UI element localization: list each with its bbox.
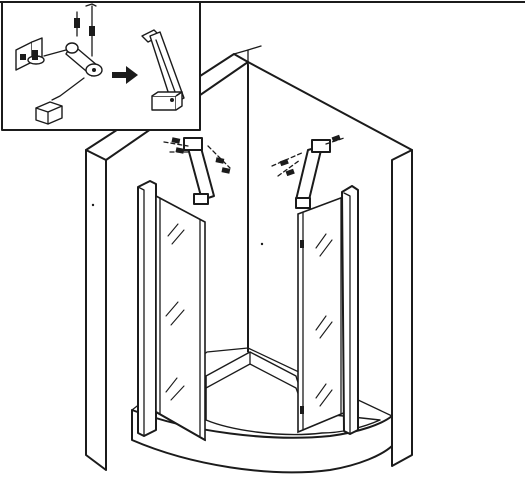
- screw-icon: [74, 3, 97, 57]
- right-catch-bottom: [300, 406, 304, 414]
- right-glass-panel: [297, 185, 359, 435]
- left-wall-profile: [137, 180, 157, 437]
- left-arm-wall-plate: [183, 137, 203, 151]
- left-glass-panel: [137, 180, 206, 442]
- left-arm-clamp: [193, 193, 209, 205]
- support-arm-icon: [141, 29, 185, 111]
- right-glass: [297, 194, 347, 434]
- left-glass: [155, 194, 206, 442]
- left-support-arm: [163, 137, 231, 205]
- left-arm-screw-icon: [163, 137, 231, 174]
- right-arm-screw-icon: [271, 134, 345, 177]
- tray-front-face: [131, 409, 393, 474]
- right-catch-top: [300, 240, 304, 248]
- right-arm-wall-plate: [311, 139, 331, 153]
- right-wall-edge: [391, 149, 413, 467]
- clamp-block: [35, 101, 63, 125]
- wall-bracket-icon: [15, 37, 45, 71]
- detail-inset: [1, 1, 201, 131]
- right-glass-reflections: [315, 233, 333, 407]
- left-glass-reflections: [165, 223, 185, 401]
- right-support-arm: [271, 134, 345, 209]
- right-arm-clamp: [295, 197, 311, 209]
- arrow-right-icon: [112, 66, 138, 84]
- support-arm-link: [65, 42, 103, 77]
